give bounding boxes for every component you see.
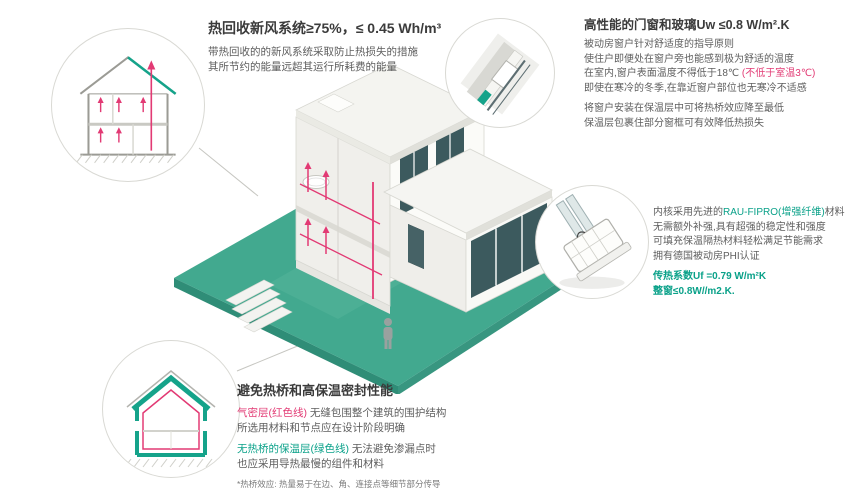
profile-line-1-post: 材料 — [824, 207, 845, 218]
windows-line-6: 保温层包裹住部分窗框可有效降低热损失 — [584, 117, 764, 129]
thermal-text-block: 避免热桥和高保温密封性能 气密层(红色线) 无缝包围整个建筑的围护结构 所选用材… — [237, 380, 582, 490]
person-figure — [383, 318, 393, 349]
window-profile-circle — [535, 185, 649, 299]
thermal-line-4: 也应采用导热最慢的组件和材料 — [237, 458, 384, 470]
windows-text-block: 高性能的门窗和玻璃Uw ≤0.8 W/m².K 被动房窗户针对舒适度的指导原则 … — [584, 14, 862, 131]
profile-text-block: 内核采用先进的RAU-FIPRO(增强纤维)材料 无需额外补强,具有超强的稳定性… — [653, 206, 863, 299]
glass-wing — [383, 148, 553, 313]
airtight-layer-label: 气密层(红色线) — [237, 407, 307, 419]
profile-line-1-pre: 内核采用先进的 — [653, 207, 723, 218]
windows-line-2: 使住户即便处在窗户旁也能感到极为舒适的温度 — [584, 53, 794, 65]
profile-uw-value: 整窗≤0.8W//m2.K. — [653, 285, 735, 297]
thermal-insulation-line: 无热桥的保温层(绿色线) 无法避免渗漏点时 — [237, 442, 582, 457]
windows-line-4: 即使在寒冷的冬季,在靠近窗户部位也无寒冷不适感 — [584, 82, 807, 94]
windows-line-3-text: 在室内,窗户表面温度不得低于18℃ — [584, 68, 742, 79]
hrv-line-1: 带热回收的的新风系统采取防止热损失的措施 — [208, 46, 418, 58]
airtight-layer-text: 无缝包围整个建筑的围护结构 — [307, 407, 447, 419]
window-corner-icon — [460, 33, 540, 115]
windows-line-3: 在室内,窗户表面温度不得低于18℃ (不低于室温3℃) — [584, 67, 862, 82]
windows-line-3-red: (不低于室温3℃) — [741, 68, 816, 79]
profile-line-2: 无需额外补强,具有超强的稳定性和强度 — [653, 221, 826, 233]
thermal-footnote: *热桥效应: 热量易于在边、角、连接点等细节部分传导 — [237, 479, 441, 489]
insulation-layer-text: 无法避免渗漏点时 — [349, 443, 436, 455]
hrv-line-2: 其所节约的能量远超其运行所耗费的能量 — [208, 61, 397, 73]
hrv-house-section-icon — [75, 56, 177, 164]
hrv-section-circle — [51, 28, 205, 182]
window-corner-circle — [445, 18, 555, 128]
profile-line-4: 拥有德国被动房PHI认证 — [653, 250, 760, 262]
insulation-layer-label: 无热桥的保温层(绿色线) — [237, 443, 349, 455]
profile-uf-value: 传热系数Uf =0.79 W/m²K — [653, 271, 767, 282]
windows-line-5: 将窗户安装在保温层中可将热桥效应降至最低 — [584, 103, 784, 114]
thermal-house-section-icon — [124, 370, 216, 468]
house-3d-illustration — [174, 64, 562, 394]
ventilation-ducts — [299, 162, 383, 299]
thermal-title: 避免热桥和高保温密封性能 — [237, 383, 394, 398]
thermal-line-2: 所选用材料和节点应在设计阶段明确 — [237, 422, 405, 434]
hrv-text-block: 热回收新风系统≥75%，≤ 0.45 Wh/m³ 带热回收的的新风系统采取防止热… — [208, 18, 568, 75]
profile-line-3: 可填充保温隔热材料轻松满足节能需求 — [653, 236, 823, 247]
profile-line-1: 内核采用先进的RAU-FIPRO(增强纤维)材料 — [653, 206, 863, 221]
windows-line-1: 被动房窗户针对舒适度的指导原则 — [584, 39, 734, 50]
thermal-section-circle — [102, 340, 240, 478]
window-profile-icon — [555, 193, 632, 289]
thermal-airtight-line: 气密层(红色线) 无缝包围整个建筑的围护结构 — [237, 406, 582, 421]
profile-material-name: RAU-FIPRO(增强纤维) — [723, 207, 825, 218]
windows-title: 高性能的门窗和玻璃Uw ≤0.8 W/m².K — [584, 18, 790, 32]
hrv-title: 热回收新风系统≥75%，≤ 0.45 Wh/m³ — [208, 20, 442, 36]
stairs — [225, 279, 293, 333]
